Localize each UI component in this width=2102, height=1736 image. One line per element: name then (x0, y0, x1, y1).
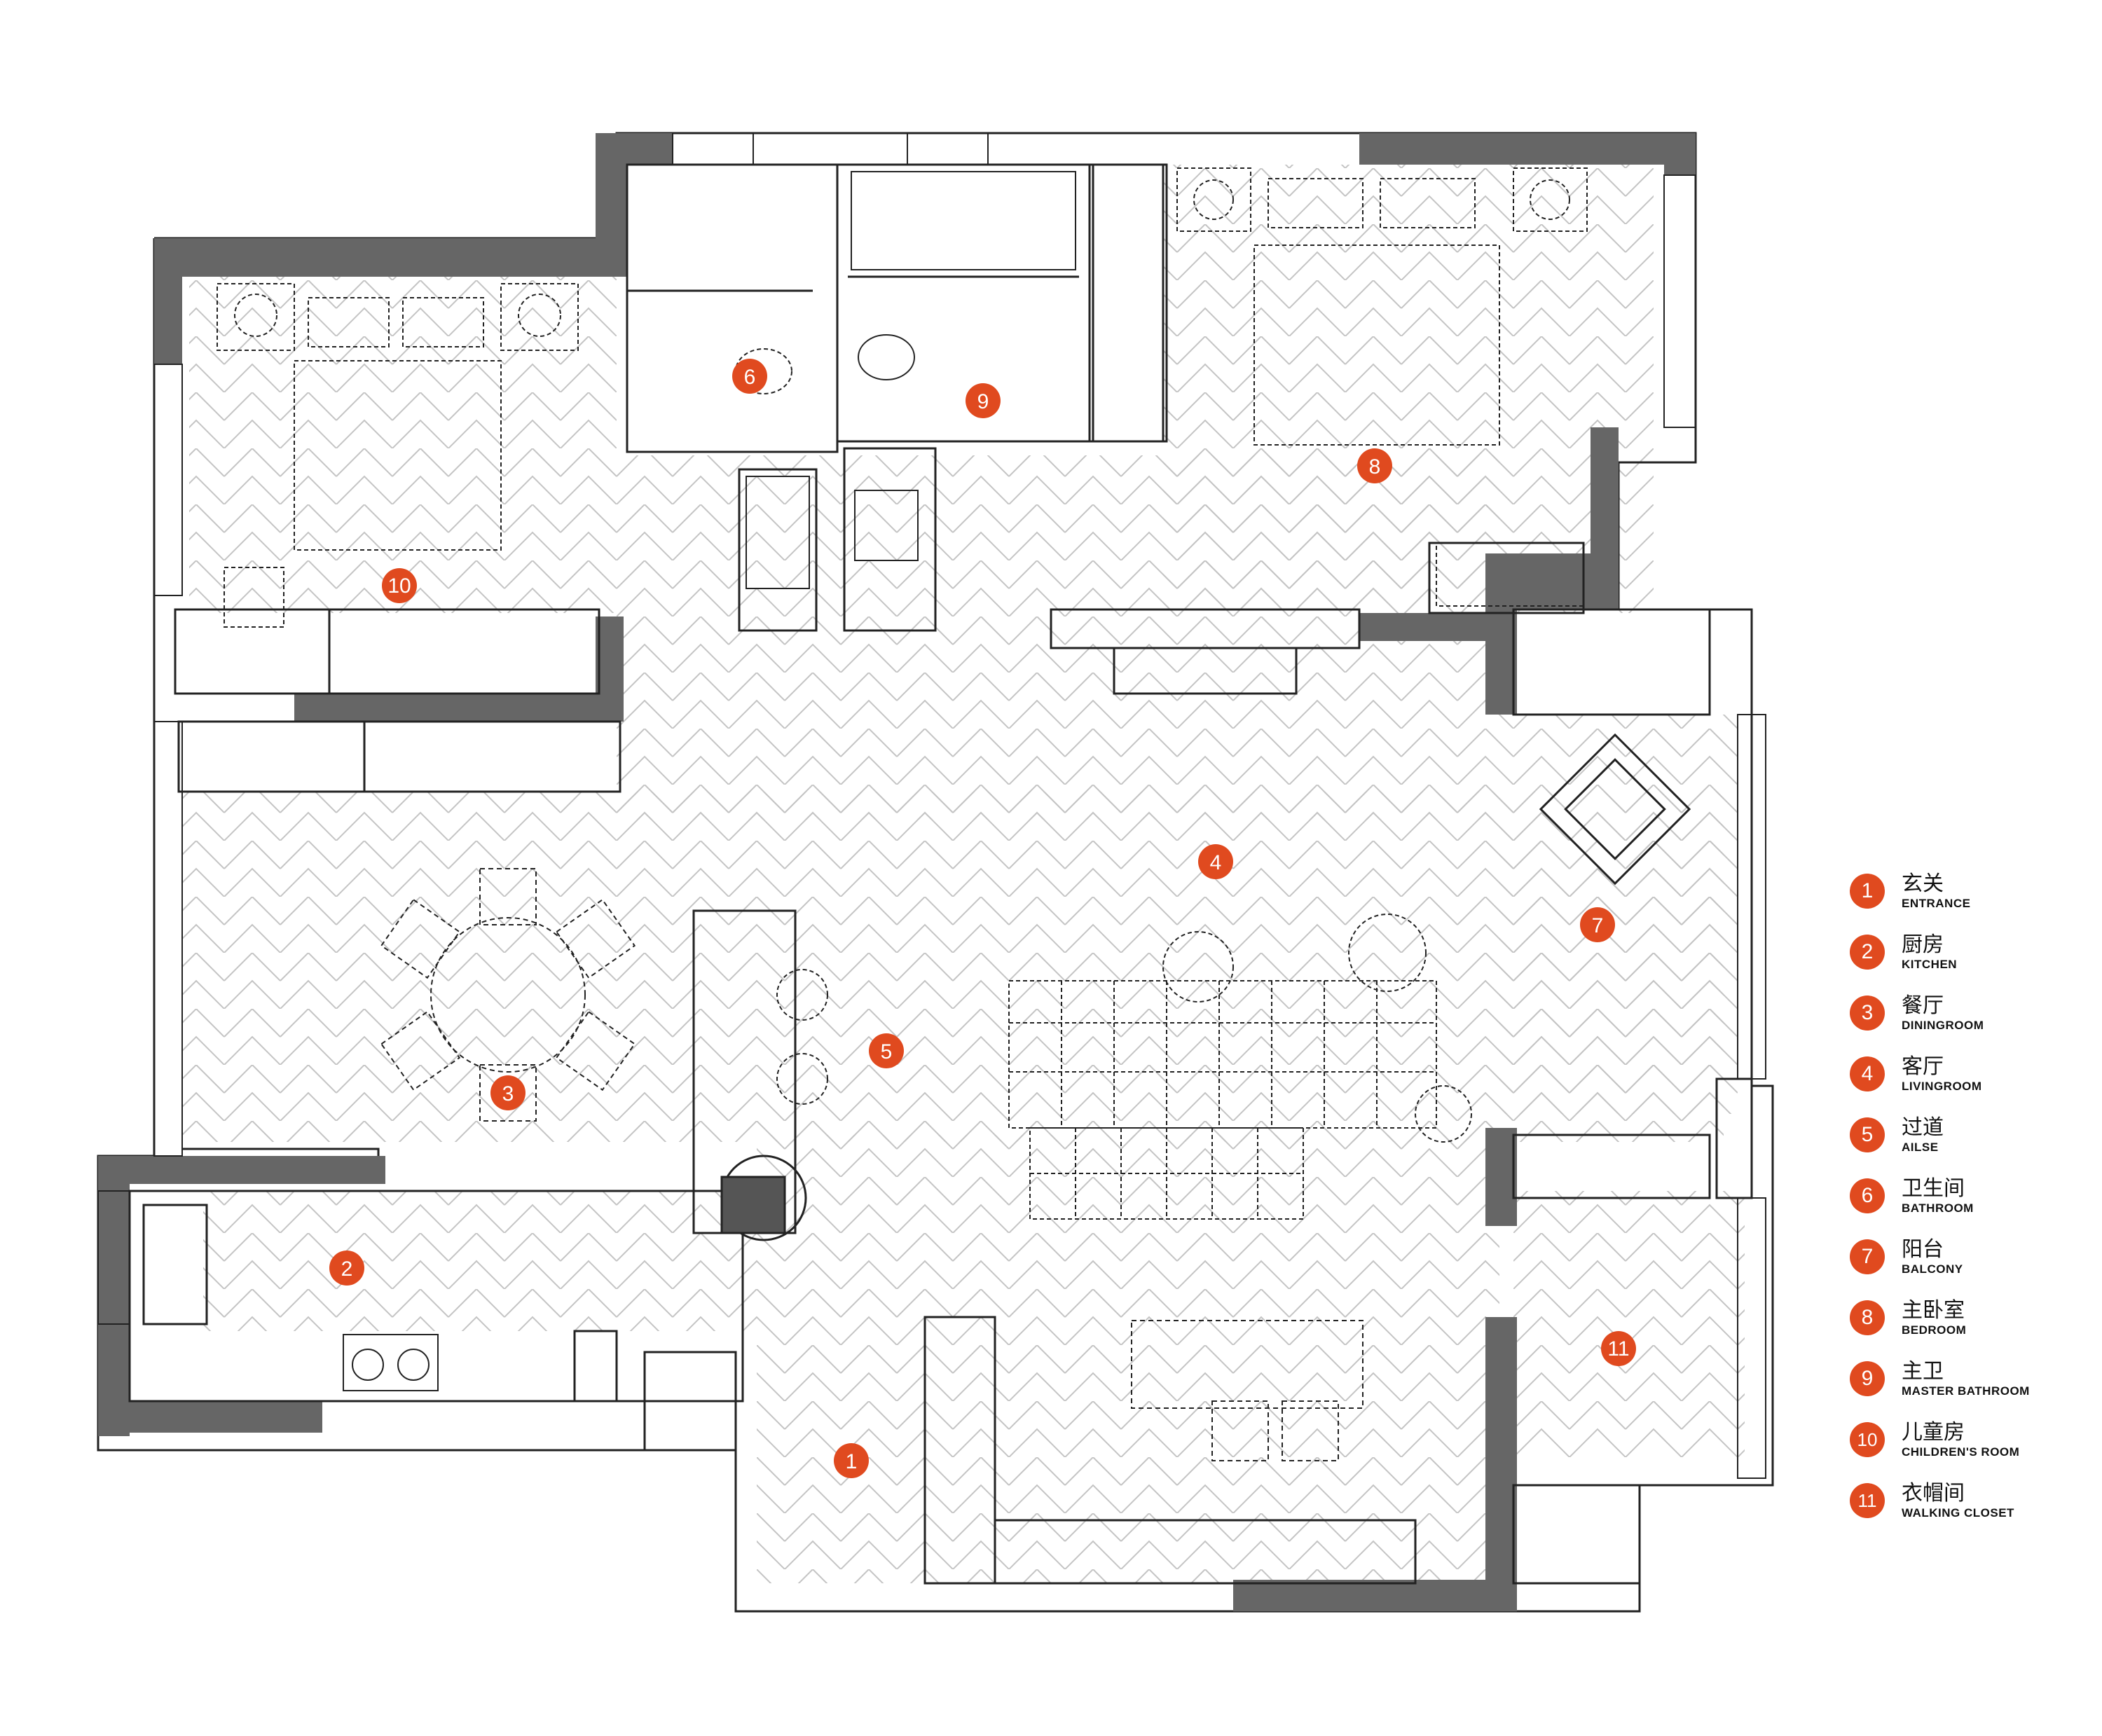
svg-text:2: 2 (341, 1258, 353, 1281)
floor-pattern (182, 165, 1745, 1583)
legend-label-cn: 主卫 (1902, 1359, 1944, 1384)
svg-text:4: 4 (1210, 851, 1222, 874)
legend-item-childrens-room: 10 儿童房 CHILDREN'S ROOM (1850, 1421, 2088, 1482)
svg-text:8: 8 (1369, 455, 1381, 478)
kitchen-island (692, 909, 828, 1241)
legend-label-en: BATHROOM (1902, 1201, 1974, 1215)
stove (343, 1334, 439, 1391)
svg-text:10: 10 (387, 574, 411, 598)
legend-item-entrance: 1 玄关 ENTRANCE (1850, 872, 2088, 933)
legend-label-en: DININGROOM (1902, 1019, 1984, 1032)
legend-label-cn: 卫生间 (1902, 1176, 1965, 1201)
entrance-table (1131, 1320, 1363, 1461)
legend-marker: 11 (1850, 1483, 1885, 1518)
legend-label-cn: 衣帽间 (1902, 1481, 1965, 1506)
legend-marker: 4 (1850, 1056, 1885, 1091)
legend-label-en: CHILDREN'S ROOM (1902, 1445, 2020, 1459)
legend-item-bathroom: 6 卫生间 BATHROOM (1850, 1177, 2088, 1238)
sofa (1008, 914, 1472, 1220)
bed-master (1176, 167, 1588, 607)
legend-marker: 9 (1850, 1361, 1885, 1396)
legend-marker: 7 (1850, 1239, 1885, 1274)
legend-label-en: AILSE (1902, 1141, 1939, 1154)
legend-label-en: LIVINGROOM (1902, 1080, 1982, 1093)
legend-label-cn: 阳台 (1902, 1237, 1944, 1262)
legend-marker: 2 (1850, 935, 1885, 970)
room-marker-1: 1 (834, 1443, 869, 1478)
legend-item-walking-closet: 11 衣帽间 WALKING CLOSET (1850, 1482, 2088, 1543)
windows (97, 132, 1766, 1479)
legend-item-bedroom: 8 主卧室 BEDROOM (1850, 1299, 2088, 1360)
legend-marker: 5 (1850, 1117, 1885, 1152)
legend-item-aisle: 5 过道 AILSE (1850, 1116, 2088, 1177)
svg-text:6: 6 (744, 366, 756, 389)
svg-text:5: 5 (881, 1040, 893, 1063)
legend-label-cn: 客厅 (1902, 1054, 1944, 1079)
room-marker-5: 5 (869, 1033, 904, 1068)
legend-marker: 3 (1850, 996, 1885, 1031)
legend-marker: 8 (1850, 1300, 1885, 1335)
legend-item-kitchen: 2 厨房 KITCHEN (1850, 933, 2088, 994)
room-marker-7: 7 (1580, 907, 1615, 942)
svg-text:9: 9 (977, 390, 989, 413)
legend-label-cn: 厨房 (1902, 932, 1944, 957)
legend-label-en: BEDROOM (1902, 1323, 1967, 1337)
legend-label-cn: 餐厅 (1902, 993, 1944, 1018)
legend-item-balcony: 7 阳台 BALCONY (1850, 1238, 2088, 1299)
svg-text:1: 1 (846, 1450, 858, 1473)
bed-childrens-room (217, 283, 579, 628)
legend-label-cn: 主卧室 (1902, 1298, 1965, 1323)
partitions (128, 163, 1753, 1585)
legend-label-cn: 玄关 (1902, 872, 1944, 896)
legend-marker: 10 (1850, 1422, 1885, 1457)
room-marker-6: 6 (732, 359, 767, 394)
legend-label-en: WALKING CLOSET (1902, 1506, 2014, 1520)
legend-label-en: ENTRANCE (1902, 897, 1971, 910)
room-marker-11: 11 (1601, 1331, 1636, 1366)
room-legend: 1 玄关 ENTRANCE 2 厨房 KITCHEN 3 餐厅 DININGRO… (1850, 872, 2088, 1543)
legend-marker: 1 (1850, 874, 1885, 909)
legend-label-en: MASTER BATHROOM (1902, 1384, 2030, 1398)
balcony-chair (1539, 733, 1691, 886)
room-marker-10: 10 (382, 568, 417, 603)
legend-label-en: KITCHEN (1902, 958, 1958, 971)
room-marker-9: 9 (966, 383, 1001, 418)
room-marker-8: 8 (1357, 448, 1392, 483)
svg-text:7: 7 (1592, 914, 1604, 937)
legend-marker: 6 (1850, 1178, 1885, 1213)
legend-label-en: BALCONY (1902, 1262, 1963, 1276)
legend-item-livingroom: 4 客厅 LIVINGROOM (1850, 1055, 2088, 1116)
room-marker-4: 4 (1198, 844, 1233, 879)
svg-text:3: 3 (502, 1082, 514, 1105)
legend-item-diningroom: 3 餐厅 DININGROOM (1850, 994, 2088, 1055)
room-marker-3: 3 (490, 1075, 526, 1110)
legend-label-cn: 儿童房 (1902, 1420, 1965, 1445)
legend-item-master-bathroom: 9 主卫 MASTER BATHROOM (1850, 1360, 2088, 1421)
legend-label-cn: 过道 (1902, 1115, 1944, 1140)
svg-text:11: 11 (1607, 1337, 1629, 1360)
walls (98, 133, 1696, 1611)
room-marker-2: 2 (329, 1251, 364, 1286)
